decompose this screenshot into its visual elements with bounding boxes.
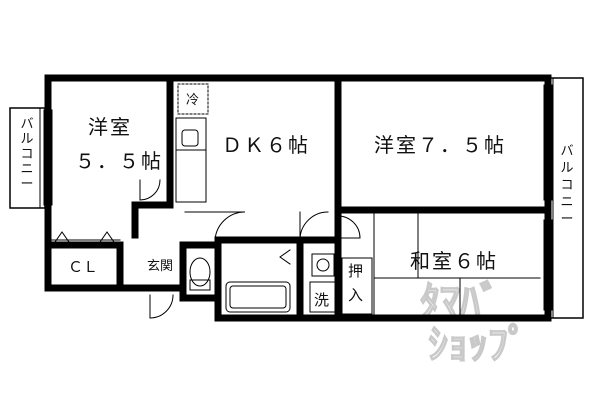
- toilet-fixture: [189, 257, 211, 291]
- closet-label: ＣＬ: [68, 258, 98, 276]
- washer-label: 洗: [314, 291, 329, 309]
- balcony-left: バルコニー: [9, 107, 46, 209]
- entrance-label: 玄関: [147, 259, 173, 274]
- room-label-western-left: 洋室: [88, 115, 132, 139]
- room-label-dk: ＤＫ６帖: [222, 133, 310, 157]
- kitchen-counter: [175, 117, 207, 203]
- fridge-space: [177, 83, 209, 115]
- oshiire-label-bottom: 入: [348, 286, 363, 304]
- svg-text:ｼｮｯﾌﾟ: ｼｮｯﾌﾟ: [428, 322, 528, 368]
- balcony-right: バルコニー: [547, 77, 584, 319]
- room-label-western-right: 洋室７．５帖: [374, 133, 506, 157]
- balcony-right-label: バルコニー: [560, 144, 573, 227]
- washbasin: [309, 253, 337, 313]
- watermark-logo: ﾀﾏﾊﾞ ｼｮｯﾌﾟ: [419, 278, 528, 368]
- oshiire-label-top: 押: [348, 262, 363, 280]
- door-swings: [139, 179, 361, 319]
- outer-walls: [44, 74, 552, 322]
- bathtub: [225, 249, 291, 313]
- tatami-lines: [373, 213, 541, 315]
- room-size-western-left: ５．５帖: [75, 149, 163, 173]
- balcony-left-label: バルコニー: [20, 117, 33, 192]
- fridge-label: 冷: [186, 93, 199, 108]
- interior-walls: [44, 74, 552, 322]
- room-label-japanese: 和室６帖: [410, 249, 498, 273]
- windows: [43, 84, 553, 311]
- closet-marks: [47, 231, 121, 243]
- oshiire-closet: [341, 257, 373, 315]
